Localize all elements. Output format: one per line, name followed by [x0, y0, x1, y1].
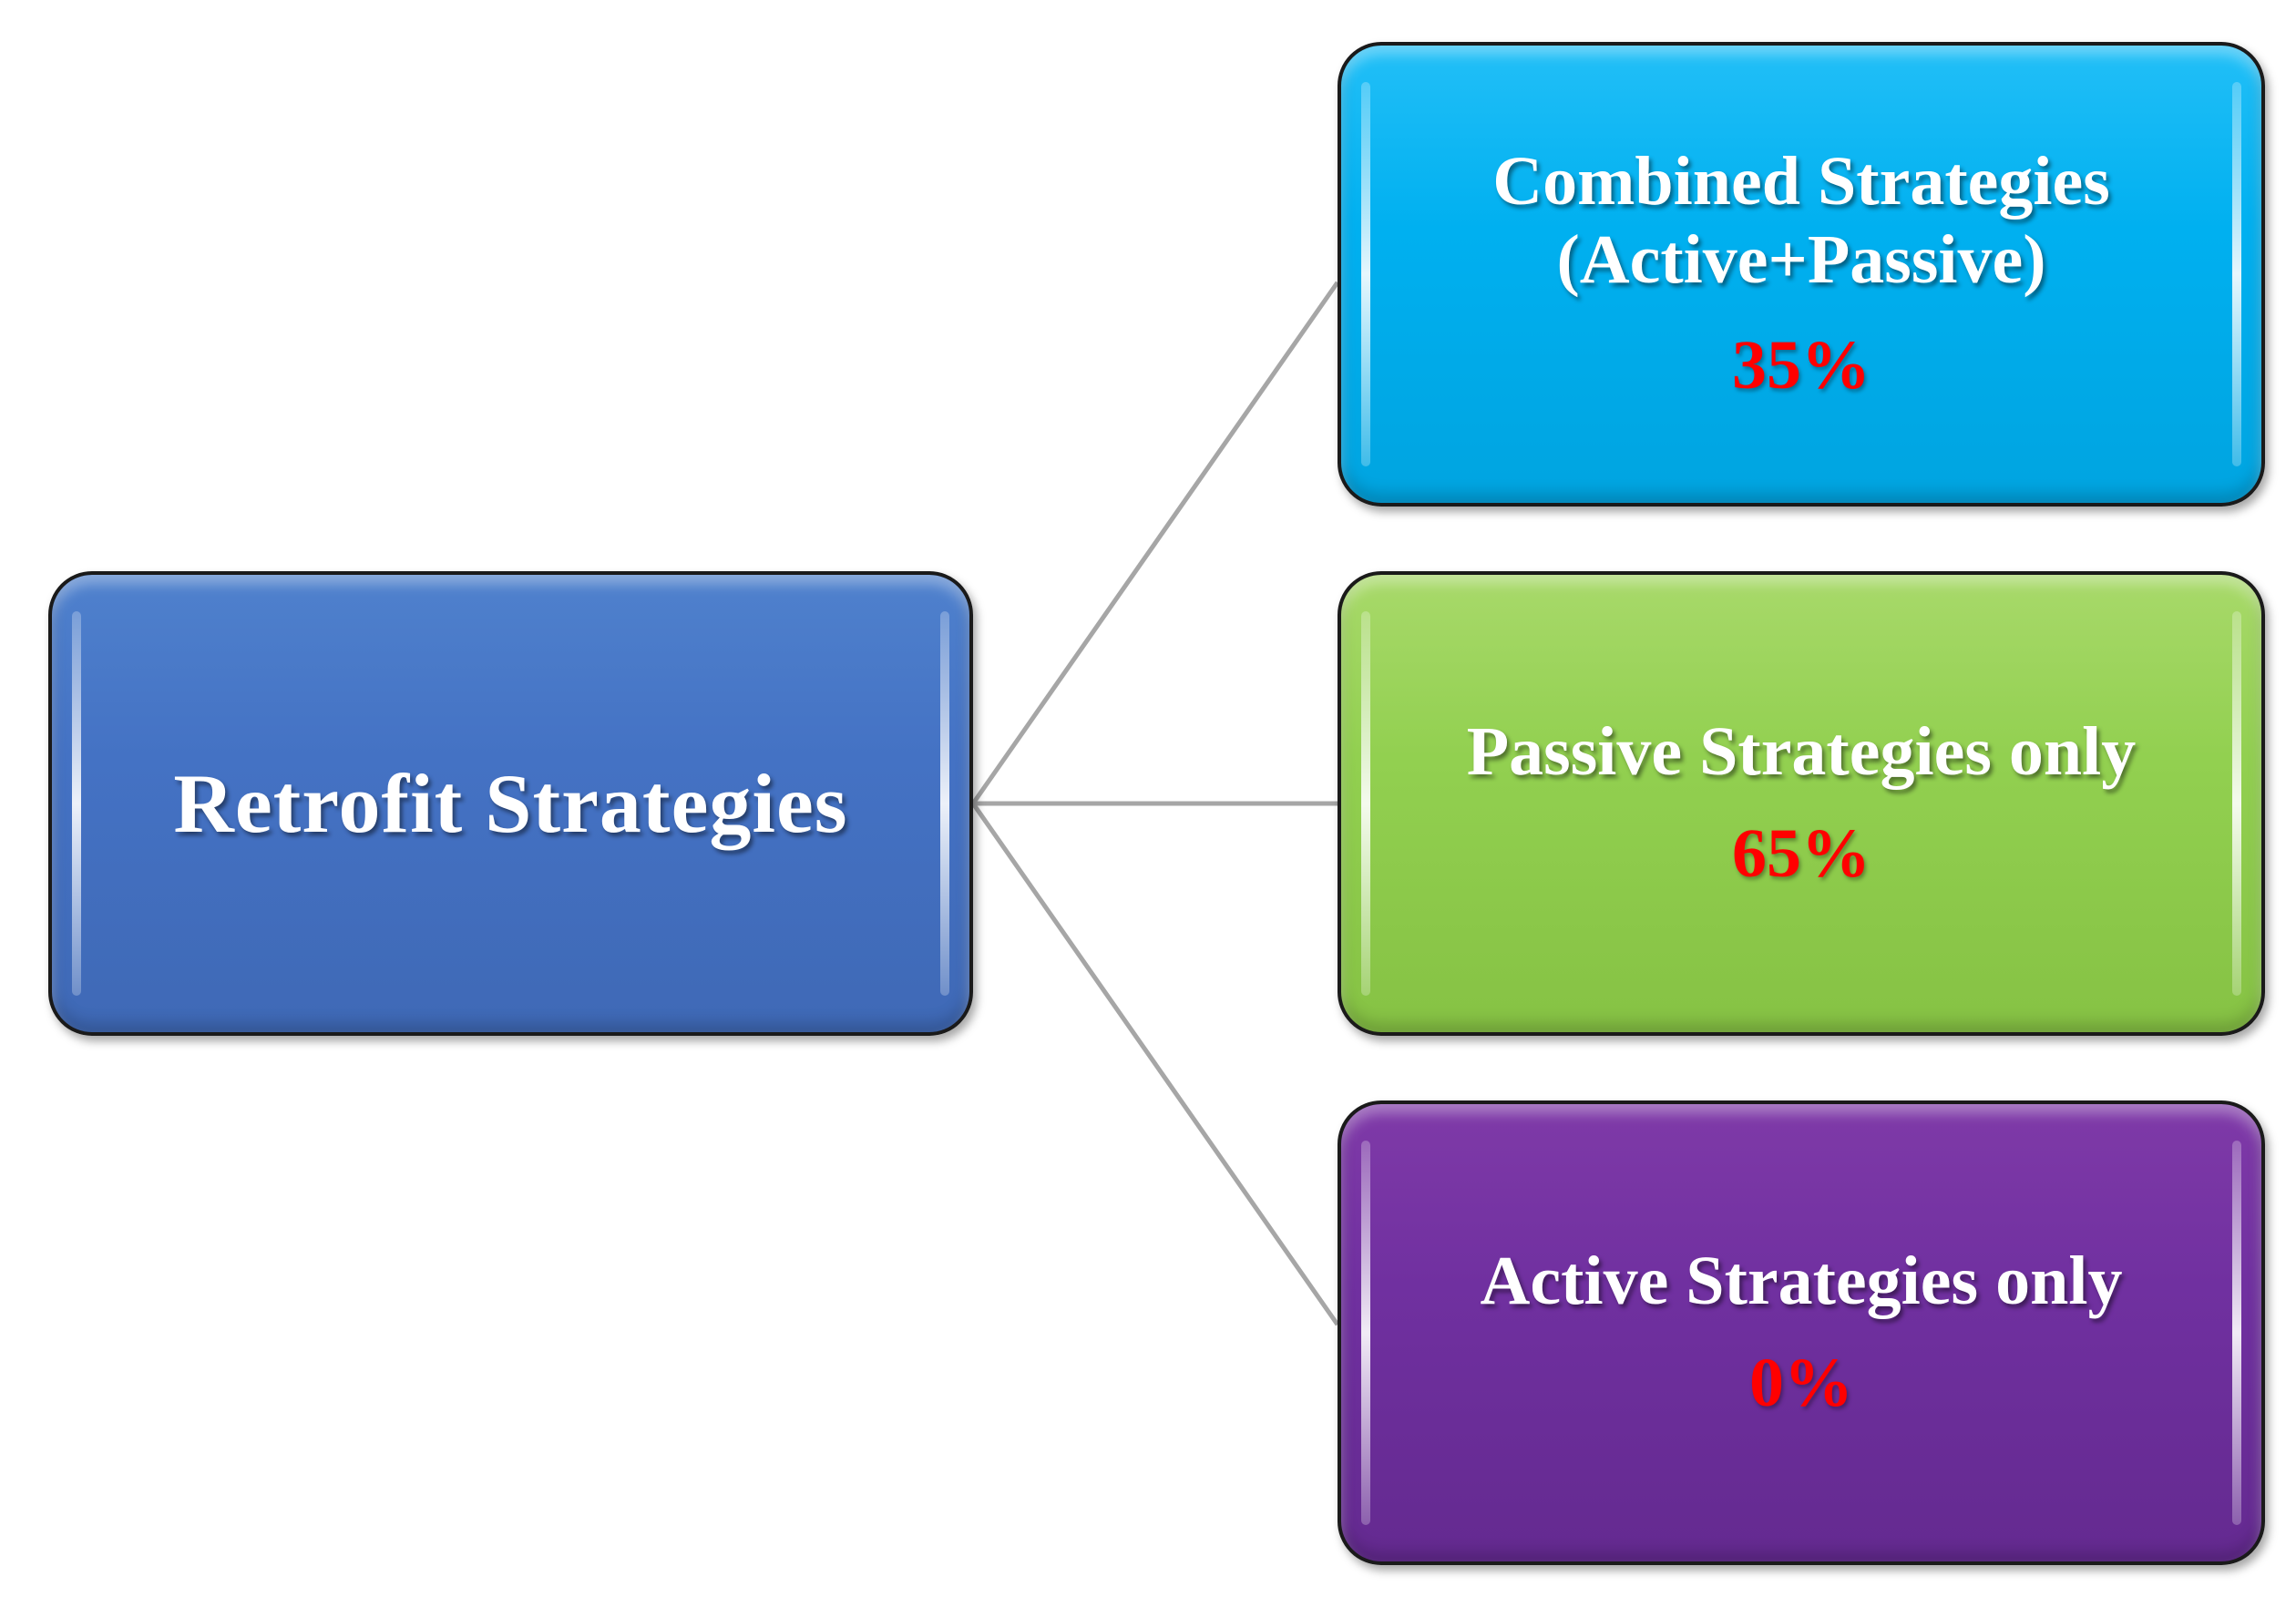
node-label: Passive Strategies only [1466, 712, 2137, 790]
node-percentage: 0% [1749, 1345, 1853, 1422]
node-label: Combined Strategies (Active+Passive) [1492, 143, 2110, 298]
node-combined-strategies: Combined Strategies (Active+Passive) 35% [1338, 42, 2265, 507]
connector-combined [970, 281, 1340, 805]
node-label: Active Strategies only [1480, 1242, 2123, 1319]
root-node-retrofit-strategies: Retrofit Strategies [48, 571, 973, 1036]
node-active-strategies: Active Strategies only 0% [1338, 1100, 2265, 1565]
root-node-label: Retrofit Strategies [173, 757, 848, 850]
node-percentage: 65% [1732, 815, 1871, 893]
node-percentage: 35% [1732, 326, 1871, 404]
connector-active [970, 802, 1340, 1326]
node-passive-strategies: Passive Strategies only 65% [1338, 571, 2265, 1036]
